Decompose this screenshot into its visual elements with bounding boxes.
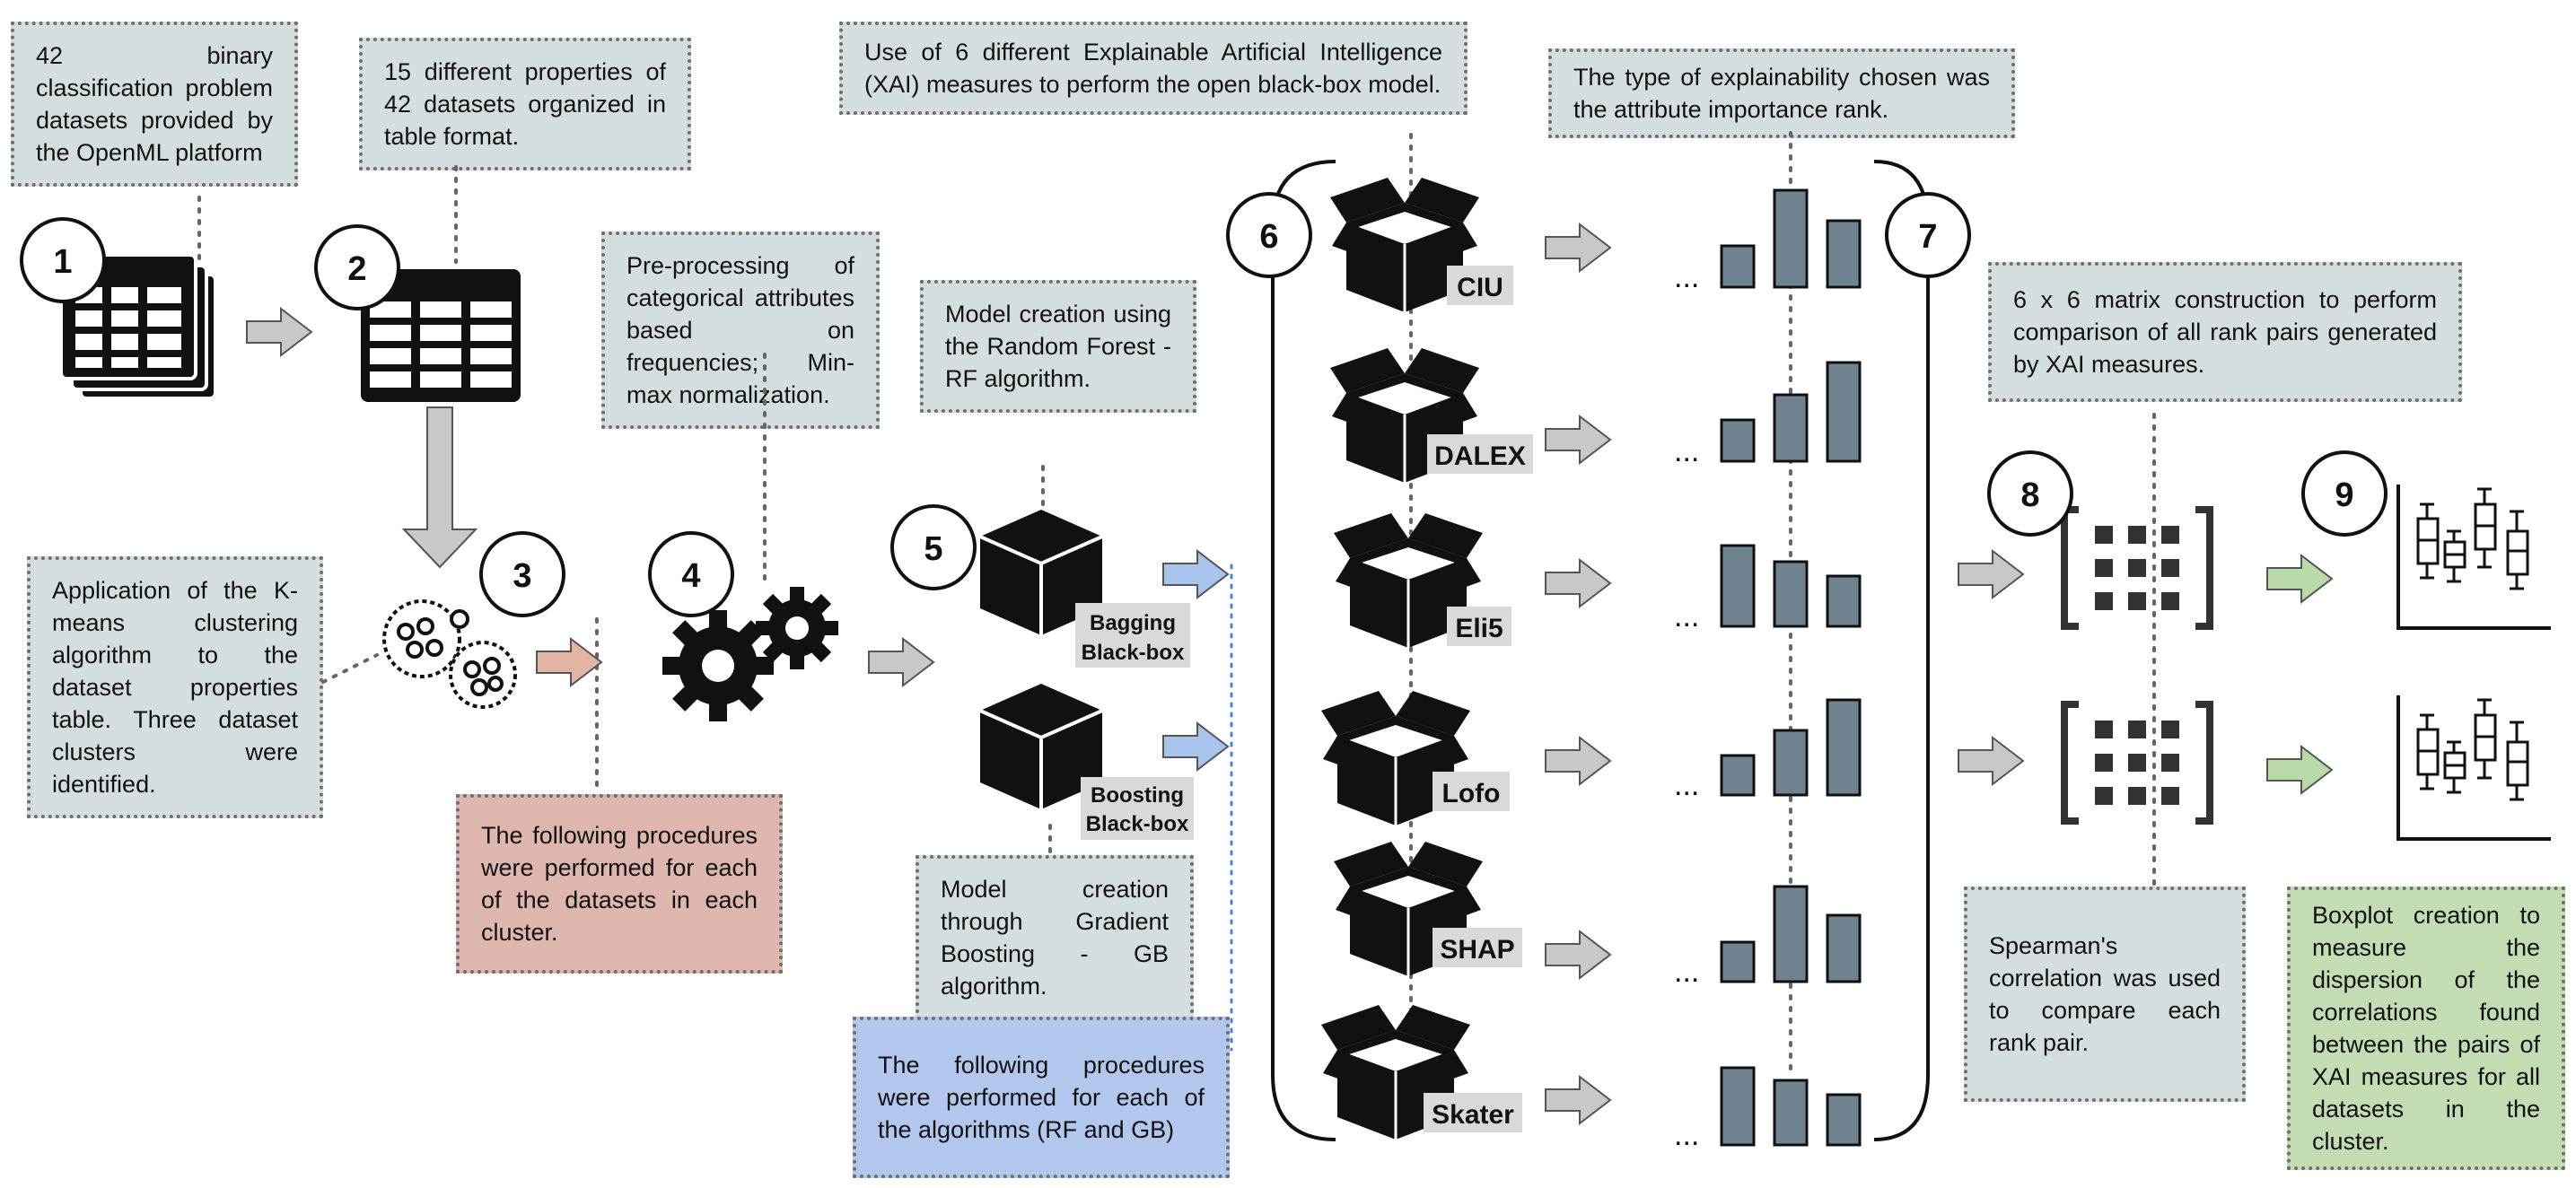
xai-left-bracket [1271, 160, 1336, 1141]
step-number-2: 2 [347, 250, 366, 288]
ellipsis-skater: ... [1674, 1118, 1699, 1152]
xai-label-eli5: Eli5 [1455, 614, 1503, 643]
xai-label-shap: SHAP [1440, 935, 1514, 965]
note-matrix: 6 x 6 matrix construction to perform com… [1988, 262, 2462, 402]
note-spearman: Spearman's correlation was used to compa… [1964, 887, 2246, 1102]
step-circle-4 [648, 531, 734, 617]
note-preprocessing: Pre-processing of categorical attributes… [601, 231, 880, 429]
arrow-boosting-xai [1162, 722, 1229, 771]
arrow-1-2 [246, 308, 312, 356]
step-circle-8 [1987, 450, 2073, 537]
step-number-4: 4 [681, 557, 700, 595]
ellipsis-dalex: ... [1674, 434, 1699, 468]
step-circle-5 [890, 504, 977, 590]
ellipsis-eli5: ... [1674, 599, 1699, 633]
note-per-algorithm: The following procedures were performed … [853, 1017, 1230, 1178]
boosting-label-2: Black-box [1086, 812, 1189, 836]
note-xai-measures: Use of 6 different Explainable Artificia… [839, 22, 1468, 115]
arrow-bagging-xai [1162, 550, 1229, 598]
step-number-8: 8 [2020, 476, 2039, 514]
step-circle-2 [314, 224, 400, 310]
bagging-label-2: Black-box [1082, 641, 1185, 665]
ellipsis-lofo: ... [1674, 768, 1699, 802]
clusters-icon [382, 599, 517, 709]
xai-label-skater: Skater [1432, 1100, 1514, 1130]
note-boxplot: Boxplot creation to measure the dispersi… [2287, 887, 2565, 1170]
arrow-4-5 [868, 638, 934, 686]
boxplot-icon-2 [2396, 694, 2553, 841]
note-properties: 15 different properties of 42 datasets o… [359, 38, 691, 170]
properties-table-icon [361, 269, 521, 402]
bagging-label-1: Bagging [1090, 611, 1176, 635]
ellipsis-ciu: ... [1674, 260, 1699, 294]
step-circle-9 [2301, 450, 2388, 537]
arrow-3-4 [536, 638, 602, 686]
step-number-3: 3 [513, 557, 531, 595]
step-number-5: 5 [924, 530, 942, 568]
note-datasets: 42 binary classification problem dataset… [11, 22, 298, 187]
xai-right-bracket [1873, 160, 1930, 1141]
note-kmeans: Application of the K-means clustering al… [27, 556, 323, 818]
xai-label-lofo: Lofo [1442, 779, 1501, 808]
note-random-forest: Model creation using the Random Forest -… [920, 280, 1196, 413]
note-gradient-boosting: Model creation through Gradient Boosting… [916, 855, 1194, 1020]
step-number-7: 7 [1918, 218, 1937, 256]
note-per-dataset: The following procedures were performed … [456, 794, 783, 974]
arrow-to-matrix-2 [1958, 737, 2024, 785]
datasets-stack-icon [59, 253, 217, 400]
step-circle-3 [479, 531, 565, 617]
xai-label-dalex: DALEX [1434, 441, 1526, 471]
gears-icon [662, 587, 838, 721]
step-number-1: 1 [53, 243, 72, 281]
matrix-icon-1 [2064, 510, 2210, 626]
matrix-icon-2 [2064, 704, 2210, 821]
boxplot-icon-1 [2396, 483, 2553, 630]
step-number-6: 6 [1259, 218, 1278, 256]
step-circle-1 [20, 217, 106, 303]
step-circle-6 [1226, 192, 1312, 278]
step-number-9: 9 [2335, 476, 2353, 514]
step-circle-7 [1885, 192, 1971, 278]
arrow-2-3 [401, 406, 478, 569]
note-importance-rank: The type of explainability chosen was th… [1548, 48, 2015, 138]
arrow-to-boxplot-2 [2266, 746, 2333, 794]
arrow-to-boxplot-1 [2266, 555, 2333, 603]
xai-label-ciu: CIU [1457, 273, 1503, 302]
arrow-to-matrix-1 [1958, 550, 2024, 598]
ellipsis-shap: ... [1674, 955, 1699, 989]
boosting-label-1: Boosting [1091, 783, 1184, 808]
